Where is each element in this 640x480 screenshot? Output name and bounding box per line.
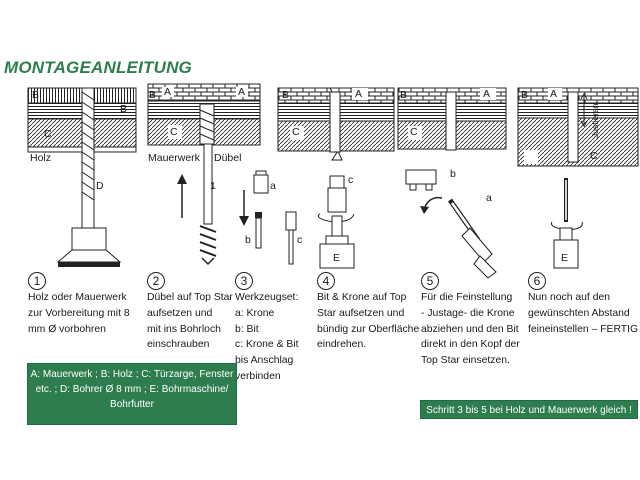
step-5-line: - Justage- die Krone (421, 307, 515, 319)
label-c-6: C (590, 150, 598, 162)
note-box: Schritt 3 bis 5 bei Holz und Mauerwerk g… (420, 400, 638, 419)
legend-line: Bohrfutter (110, 399, 154, 410)
step-3-line: b: Bit (235, 323, 259, 335)
label-mauerwerk: Mauerwerk (148, 152, 200, 164)
label-c-4: C (292, 126, 300, 138)
step-6-line: gewünschten Abstand (528, 307, 630, 319)
label-holz: Holz (30, 152, 52, 164)
step-4-line: Star aufsetzen und (317, 307, 405, 319)
step-5-line: abziehen und den Bit (421, 323, 519, 335)
label-a-4: A (355, 88, 363, 100)
step-3-text: Werkzeugset: a: Krone b: Bit c: Krone & … (235, 290, 299, 385)
step-2-line: aufsetzen und (147, 307, 213, 319)
label-justieren: Justieren (590, 103, 600, 139)
step-3-line: bis Anschlag (235, 355, 294, 367)
panel-2-dowel-screw (177, 103, 217, 266)
label-b-5: B (400, 89, 408, 101)
step-2-line: mit ins Bohrloch (147, 323, 221, 335)
panel-5-wall (397, 87, 507, 151)
step-6-line: Nun noch auf den (528, 292, 611, 303)
step-5-line: direkt in den Kopf der (421, 339, 520, 351)
panel-6-tool (551, 178, 583, 269)
step-4-number: 4 (317, 272, 335, 290)
step-1-text: Holz oder Mauerwerk zur Vorbereitung mit… (28, 290, 130, 337)
label-tool-a-3: a (270, 180, 276, 192)
label-c-1: C (44, 128, 52, 140)
label-tool-c-3: c (297, 234, 303, 246)
label-c-5: C (410, 126, 418, 138)
step-2-text: Dübel auf Top Star aufsetzen und mit ins… (147, 290, 233, 353)
label-b-1: B (32, 89, 40, 101)
legend-line: etc. ; D: Bohrer Ø 8 mm ; E: Bohrmaschin… (35, 384, 229, 395)
step-3-line: c: Krone & Bit (235, 339, 299, 351)
panel-4-tool (317, 175, 355, 269)
label-b-2: B (120, 103, 128, 115)
step-2-line: einschrauben (147, 339, 210, 351)
step-4-line: Bit & Krone auf Top (317, 292, 407, 303)
step-5-line: Top Star einsetzen. (421, 355, 510, 367)
step-4-line: bündig zur Oberfläche (317, 323, 420, 335)
step-4-text: Bit & Krone auf Top Star aufsetzen und b… (317, 290, 419, 353)
label-a-1: A (164, 86, 172, 98)
page-title: MONTAGEANLEITUNG (4, 58, 192, 77)
panel-4-wall (277, 87, 395, 161)
label-b-4: B (282, 89, 290, 101)
label-d: D (96, 180, 104, 192)
label-e-6: E (561, 252, 569, 264)
label-a-6: A (550, 88, 558, 100)
step-2-number: 2 (147, 272, 165, 290)
step-5-line: Für die Feinstellung (421, 292, 513, 303)
legend-line: A: Mauerwerk ; B: Holz ; C: Türzarge, Fe… (30, 369, 234, 380)
step-3-line: Werkzeugset: (235, 292, 299, 303)
step-3-line: a: Krone (235, 307, 275, 319)
panel-1-drill (56, 87, 122, 267)
panel-3-tools (239, 170, 297, 265)
label-a-5: A (483, 88, 491, 100)
label-a-2: A (238, 86, 246, 98)
label-tool-b-5: b (450, 168, 456, 180)
panel-1-wall (27, 87, 137, 153)
step-1-line: mm Ø vorbohren (28, 323, 106, 335)
label-tool-c-4: c (348, 174, 354, 186)
label-e-4: E (333, 252, 341, 264)
step-1-line: zur Vorbereitung mit 8 (28, 307, 130, 319)
label-c-2: C (170, 126, 178, 138)
step-6-line: feineinstellen – FERTIG (528, 323, 639, 335)
step-5-text: Für die Feinstellung - Justage- die Kron… (421, 290, 520, 369)
label-b-6: B (521, 89, 529, 101)
step-1-number: 1 (28, 272, 46, 290)
step-3-line: verbinden (235, 370, 281, 382)
label-tool-b-3: b (245, 234, 251, 246)
panel-5-tool (405, 169, 497, 279)
step-6-text: Nun noch auf den gewünschten Abstand fei… (528, 290, 638, 337)
label-duebel: Dübel (214, 152, 242, 164)
panel-6-wall (517, 87, 639, 167)
label-one: 1 (210, 180, 216, 192)
step-4-line: eindrehen. (317, 339, 367, 351)
step-2-line: Dübel auf Top Star (147, 292, 233, 303)
legend-box: A: Mauerwerk ; B: Holz ; C: Türzarge, Fe… (27, 363, 237, 425)
step-1-line: Holz oder Mauerwerk (28, 292, 127, 303)
step-6-number: 6 (528, 272, 546, 290)
label-b-3: B (149, 89, 157, 101)
label-tool-a-5: a (486, 192, 492, 204)
step-3-number: 3 (235, 272, 253, 290)
step-5-number: 5 (421, 272, 439, 290)
